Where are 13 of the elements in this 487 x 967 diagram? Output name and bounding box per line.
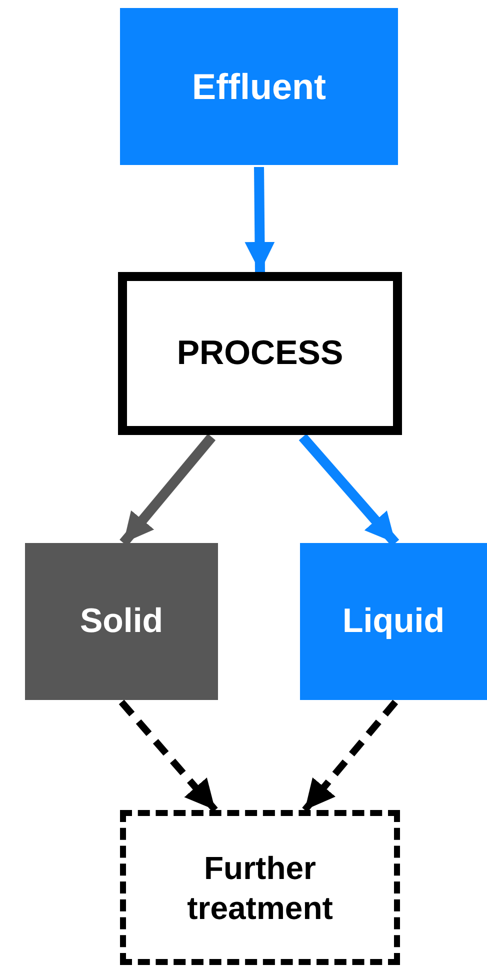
- box-label: Further treatment: [186, 848, 334, 928]
- box-label: Liquid: [342, 601, 446, 642]
- output-box: [300, 543, 487, 700]
- process-box: [118, 272, 402, 435]
- arrow: [244, 166, 275, 272]
- box-label: Solid: [78, 601, 164, 642]
- input-box: [120, 8, 398, 165]
- arrow: [118, 700, 218, 812]
- treatment-box: [120, 810, 400, 965]
- box-label: PROCESS: [176, 333, 344, 374]
- output-box: [25, 543, 218, 700]
- box-label: Effluent: [191, 65, 327, 109]
- arrow: [302, 700, 398, 812]
